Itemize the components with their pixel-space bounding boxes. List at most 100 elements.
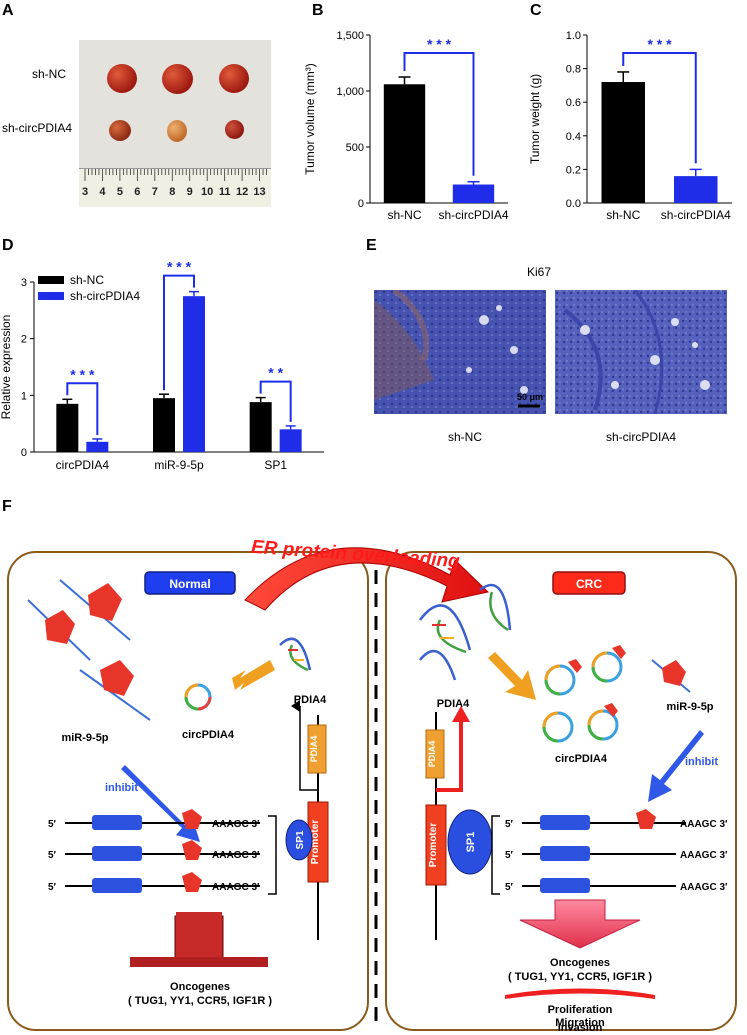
significance-bracket bbox=[259, 380, 292, 422]
ruler-number: 13 bbox=[253, 186, 265, 198]
normal-block-bar bbox=[130, 957, 268, 967]
scale-bar-label: 50 μm bbox=[517, 392, 544, 402]
ihc-label-sh-nc: sh-NC bbox=[448, 430, 483, 444]
significance-stars: * * * bbox=[427, 36, 452, 52]
bar bbox=[183, 296, 205, 452]
normal-cell-border bbox=[7, 551, 369, 1031]
panel-e-label: E bbox=[366, 237, 377, 254]
x-tick-label: sh-circPDIA4 bbox=[438, 208, 508, 222]
svg-text:5′: 5′ bbox=[505, 882, 514, 893]
crc-gene-box bbox=[425, 729, 445, 779]
x-tick-label: circPDIA4 bbox=[56, 458, 110, 472]
significance-stars: * * * bbox=[70, 366, 95, 382]
svg-text:AAAGC 3′: AAAGC 3′ bbox=[212, 850, 260, 861]
y-tick-label: 0.0 bbox=[566, 198, 581, 210]
crc-transcription-arrow bbox=[436, 720, 463, 792]
bar bbox=[601, 82, 645, 203]
normal-oncogene-list: ( TUG1, YY1, CCR5, IGF1R ) bbox=[128, 995, 272, 1007]
ruler-number: 9 bbox=[187, 186, 193, 198]
tumor-nc-1 bbox=[107, 64, 137, 93]
tumor-sh-2 bbox=[167, 120, 187, 142]
panel-d-label: D bbox=[2, 237, 14, 254]
y-tick-label: 2 bbox=[21, 334, 27, 346]
panel-a-label: A bbox=[2, 2, 14, 19]
crc-promoter bbox=[425, 804, 447, 886]
legend-swatch bbox=[38, 276, 64, 284]
normal-oncogenes: Oncogenes bbox=[170, 981, 230, 993]
ruler-number: 7 bbox=[152, 186, 158, 198]
x-tick-label: sh-circPDIA4 bbox=[661, 208, 731, 222]
crc-transcripts: 5′ AAAGC 3′ 5′ AAAGC 3′ 5′ AAAGC 3′ bbox=[491, 809, 728, 895]
y-tick-label: 1,500 bbox=[336, 30, 364, 42]
ruler-number: 10 bbox=[201, 186, 213, 198]
svg-text:AAAGC 3′: AAAGC 3′ bbox=[680, 882, 728, 893]
ruler-number: 11 bbox=[219, 186, 231, 198]
svg-text:5′: 5′ bbox=[48, 819, 57, 830]
crc-orange-arrow bbox=[488, 652, 536, 700]
y-tick-label: 0.6 bbox=[566, 97, 581, 109]
crc-mirna bbox=[662, 660, 686, 686]
row-label-sh-circpdia4: sh-circPDIA4 bbox=[2, 121, 73, 135]
y-tick-label: 0.8 bbox=[566, 64, 581, 76]
normal-dna bbox=[279, 637, 312, 672]
bar bbox=[86, 441, 109, 452]
ihc-label-sh-circpdia4: sh-circPDIA4 bbox=[606, 430, 677, 444]
crc-outcome-1: Proliferation bbox=[548, 1004, 613, 1016]
normal-sp1-text: SP1 bbox=[295, 830, 306, 849]
legend-swatch bbox=[38, 292, 64, 300]
mechanism-diagram: Normal CRC ER protein overloading miR-9-… bbox=[7, 537, 737, 1031]
svg-text:AAAGC 3′: AAAGC 3′ bbox=[680, 850, 728, 861]
significance-bracket bbox=[66, 382, 99, 435]
svg-text:5′: 5′ bbox=[505, 850, 514, 861]
crc-promoter-text: Promoter bbox=[428, 823, 439, 868]
ruler-number: 8 bbox=[169, 186, 175, 198]
crc-upregulate-arrow bbox=[519, 899, 641, 949]
legend-label: sh-circPDIA4 bbox=[70, 289, 140, 303]
crc-gene-box-text: PDIA4 bbox=[427, 741, 437, 768]
y-axis-label: Tumor weight (g) bbox=[528, 74, 542, 164]
normal-gene-box bbox=[307, 724, 327, 774]
ihc-sh-nc-texture bbox=[374, 290, 546, 414]
normal-circ-label: circPDIA4 bbox=[182, 729, 235, 741]
y-tick-label: 0 bbox=[21, 447, 27, 459]
ruler-number: 12 bbox=[236, 186, 248, 198]
bar bbox=[153, 398, 175, 452]
ruler-number: 5 bbox=[117, 186, 123, 198]
bar bbox=[56, 403, 79, 452]
bar bbox=[674, 176, 718, 203]
crc-sp1-text: SP1 bbox=[465, 832, 477, 853]
normal-inhibit-label: inhibit bbox=[105, 782, 138, 794]
ihc-sh-circpdia4-texture bbox=[555, 290, 727, 414]
ruler-number: 6 bbox=[134, 186, 140, 198]
significance-bracket bbox=[163, 274, 195, 391]
ruler-number: 3 bbox=[82, 186, 88, 198]
x-tick-label: sh-NC bbox=[606, 208, 640, 222]
crc-outcome-2: Migration bbox=[555, 1017, 605, 1029]
tumor-sh-1 bbox=[109, 120, 131, 141]
normal-promoter-text: Promoter bbox=[310, 820, 321, 865]
bar bbox=[249, 402, 272, 452]
row-label-sh-nc: sh-NC bbox=[32, 67, 67, 81]
mirna-cluster-normal bbox=[27, 579, 151, 721]
bar bbox=[383, 84, 426, 203]
crc-circ-label: circPDIA4 bbox=[555, 753, 608, 765]
panel-b-label: B bbox=[312, 2, 324, 19]
normal-gene-box-text: PDIA4 bbox=[309, 736, 319, 763]
tumor-nc-3 bbox=[219, 64, 249, 93]
crc-oncogenes: Oncogenes bbox=[550, 957, 610, 969]
crc-oncogene-list: ( TUG1, YY1, CCR5, IGF1R ) bbox=[508, 971, 652, 983]
y-axis-label: Relative expression bbox=[0, 315, 13, 420]
bar bbox=[279, 429, 302, 452]
x-tick-label: miR-9-5p bbox=[154, 458, 204, 472]
significance-stars: * * * bbox=[647, 36, 672, 52]
crc-cell-border bbox=[385, 551, 737, 1031]
crc-mirna-label: miR-9-5p bbox=[666, 701, 713, 713]
panel-f-label: F bbox=[2, 498, 12, 515]
crc-badge bbox=[552, 571, 626, 595]
normal-transcription-arrow bbox=[291, 700, 318, 791]
normal-inhibit-arrow bbox=[121, 765, 200, 842]
